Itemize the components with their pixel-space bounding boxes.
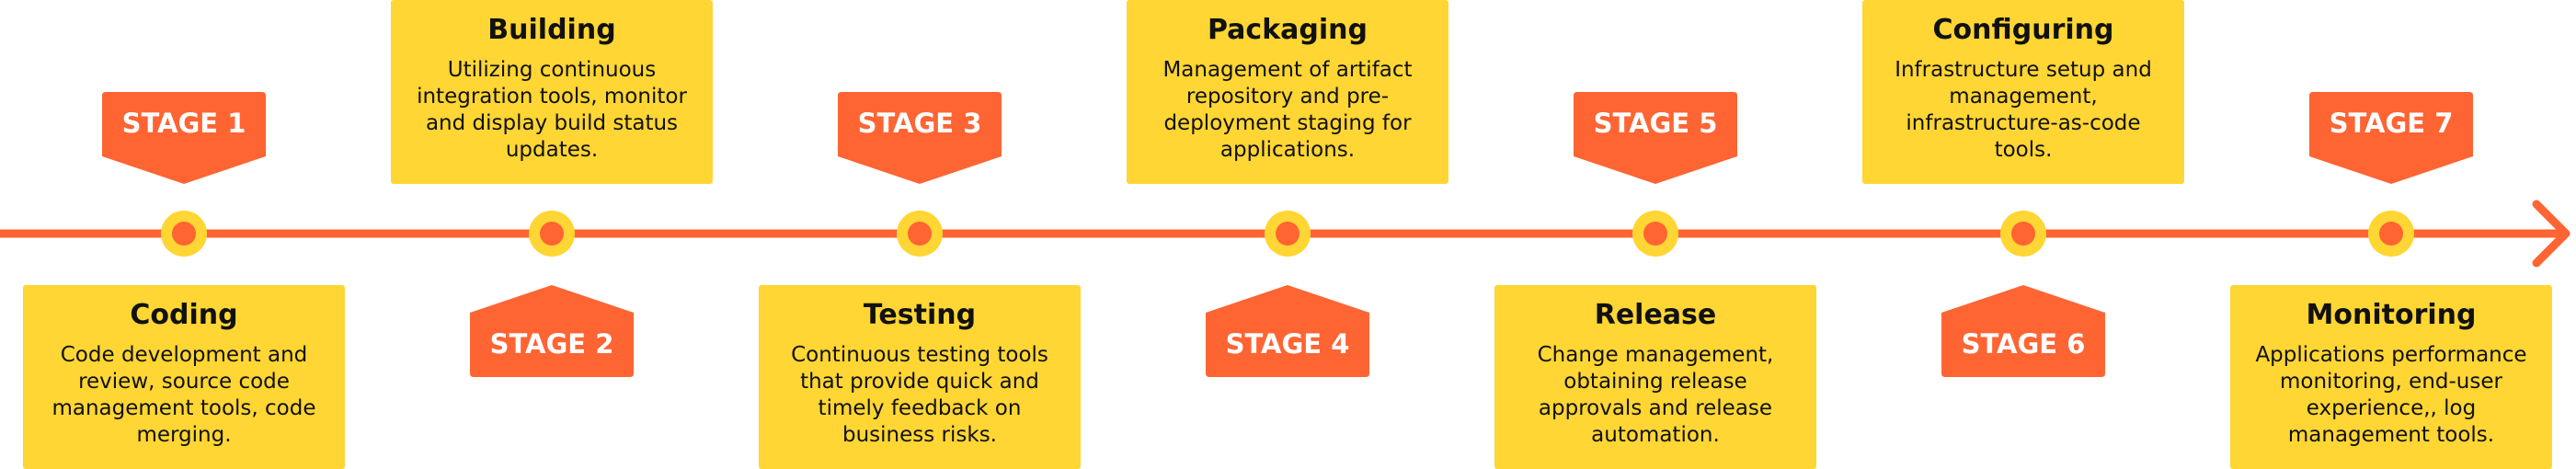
badge-shape — [102, 92, 266, 184]
stage-title: Configuring — [1932, 14, 2114, 46]
timeline-marker-inner — [1643, 222, 1667, 246]
badge-shape — [1206, 285, 1369, 377]
stage-badge: STAGE 7 — [2309, 92, 2473, 184]
stage-badge-label: STAGE 2 — [489, 328, 614, 360]
badge-shape — [838, 92, 1002, 184]
stage-description: Utilizing continuous integration tools, … — [417, 58, 687, 162]
timeline-marker-inner — [172, 222, 196, 246]
badge-shape — [1574, 92, 1737, 184]
stage-card: Building Utilizing continuous integratio… — [391, 0, 713, 184]
stage-badge-label: STAGE 5 — [1593, 108, 1718, 139]
stage-description: Applications performance monitoring, end… — [2255, 343, 2527, 447]
stage-badge-label: STAGE 6 — [1961, 328, 2086, 360]
stage-card: Monitoring Applications performance moni… — [2230, 285, 2552, 469]
stage-card: Packaging Management of artifact reposit… — [1127, 0, 1448, 184]
timeline-marker-inner — [540, 222, 564, 246]
stage-title: Packaging — [1208, 14, 1368, 46]
stage-card: Release Change management, obtaining rel… — [1494, 285, 1816, 469]
stage-badge: STAGE 2 — [470, 285, 634, 377]
stage-description: Infrastructure setup and management, inf… — [1895, 58, 2152, 162]
badge-shape — [2309, 92, 2473, 184]
stage-title: Monitoring — [2306, 299, 2477, 331]
stage-title: Testing — [863, 299, 977, 331]
stage-badge-label: STAGE 4 — [1225, 328, 1350, 360]
timeline-marker-inner — [2011, 222, 2035, 246]
stage-badge: STAGE 6 — [1941, 285, 2105, 377]
stage-badge: STAGE 5 — [1574, 92, 1737, 184]
stage-card: Coding Code development and review, sour… — [23, 285, 345, 469]
stage-description: Management of artifact repository and pr… — [1162, 58, 1413, 162]
stage-badge-label: STAGE 1 — [121, 108, 246, 139]
stage-card: Testing Continuous testing tools that pr… — [759, 285, 1081, 469]
stage-description: Code development and review, source code… — [52, 343, 316, 447]
timeline-marker-inner — [2379, 222, 2403, 246]
stage-badge: STAGE 4 — [1206, 285, 1369, 377]
timeline-markers — [161, 211, 2414, 257]
stage-title: Coding — [130, 299, 238, 331]
stage-description: Change management, obtaining release app… — [1537, 343, 1774, 447]
stage-badge-label: STAGE 3 — [857, 108, 982, 139]
stage-title: Building — [487, 14, 616, 46]
badge-shape — [470, 285, 634, 377]
stage-description: Continuous testing tools that provide qu… — [791, 343, 1048, 447]
stage-badge: STAGE 1 — [102, 92, 266, 184]
stage-title: Release — [1594, 299, 1717, 331]
timeline-marker-inner — [1276, 222, 1299, 246]
timeline-marker-inner — [908, 222, 932, 246]
badge-shape — [1941, 285, 2105, 377]
stage-card: Configuring Infrastructure setup and man… — [1862, 0, 2184, 184]
stage-badge-label: STAGE 7 — [2329, 108, 2454, 139]
stage-badge: STAGE 3 — [838, 92, 1002, 184]
timeline-arrowhead-icon — [2532, 200, 2570, 268]
